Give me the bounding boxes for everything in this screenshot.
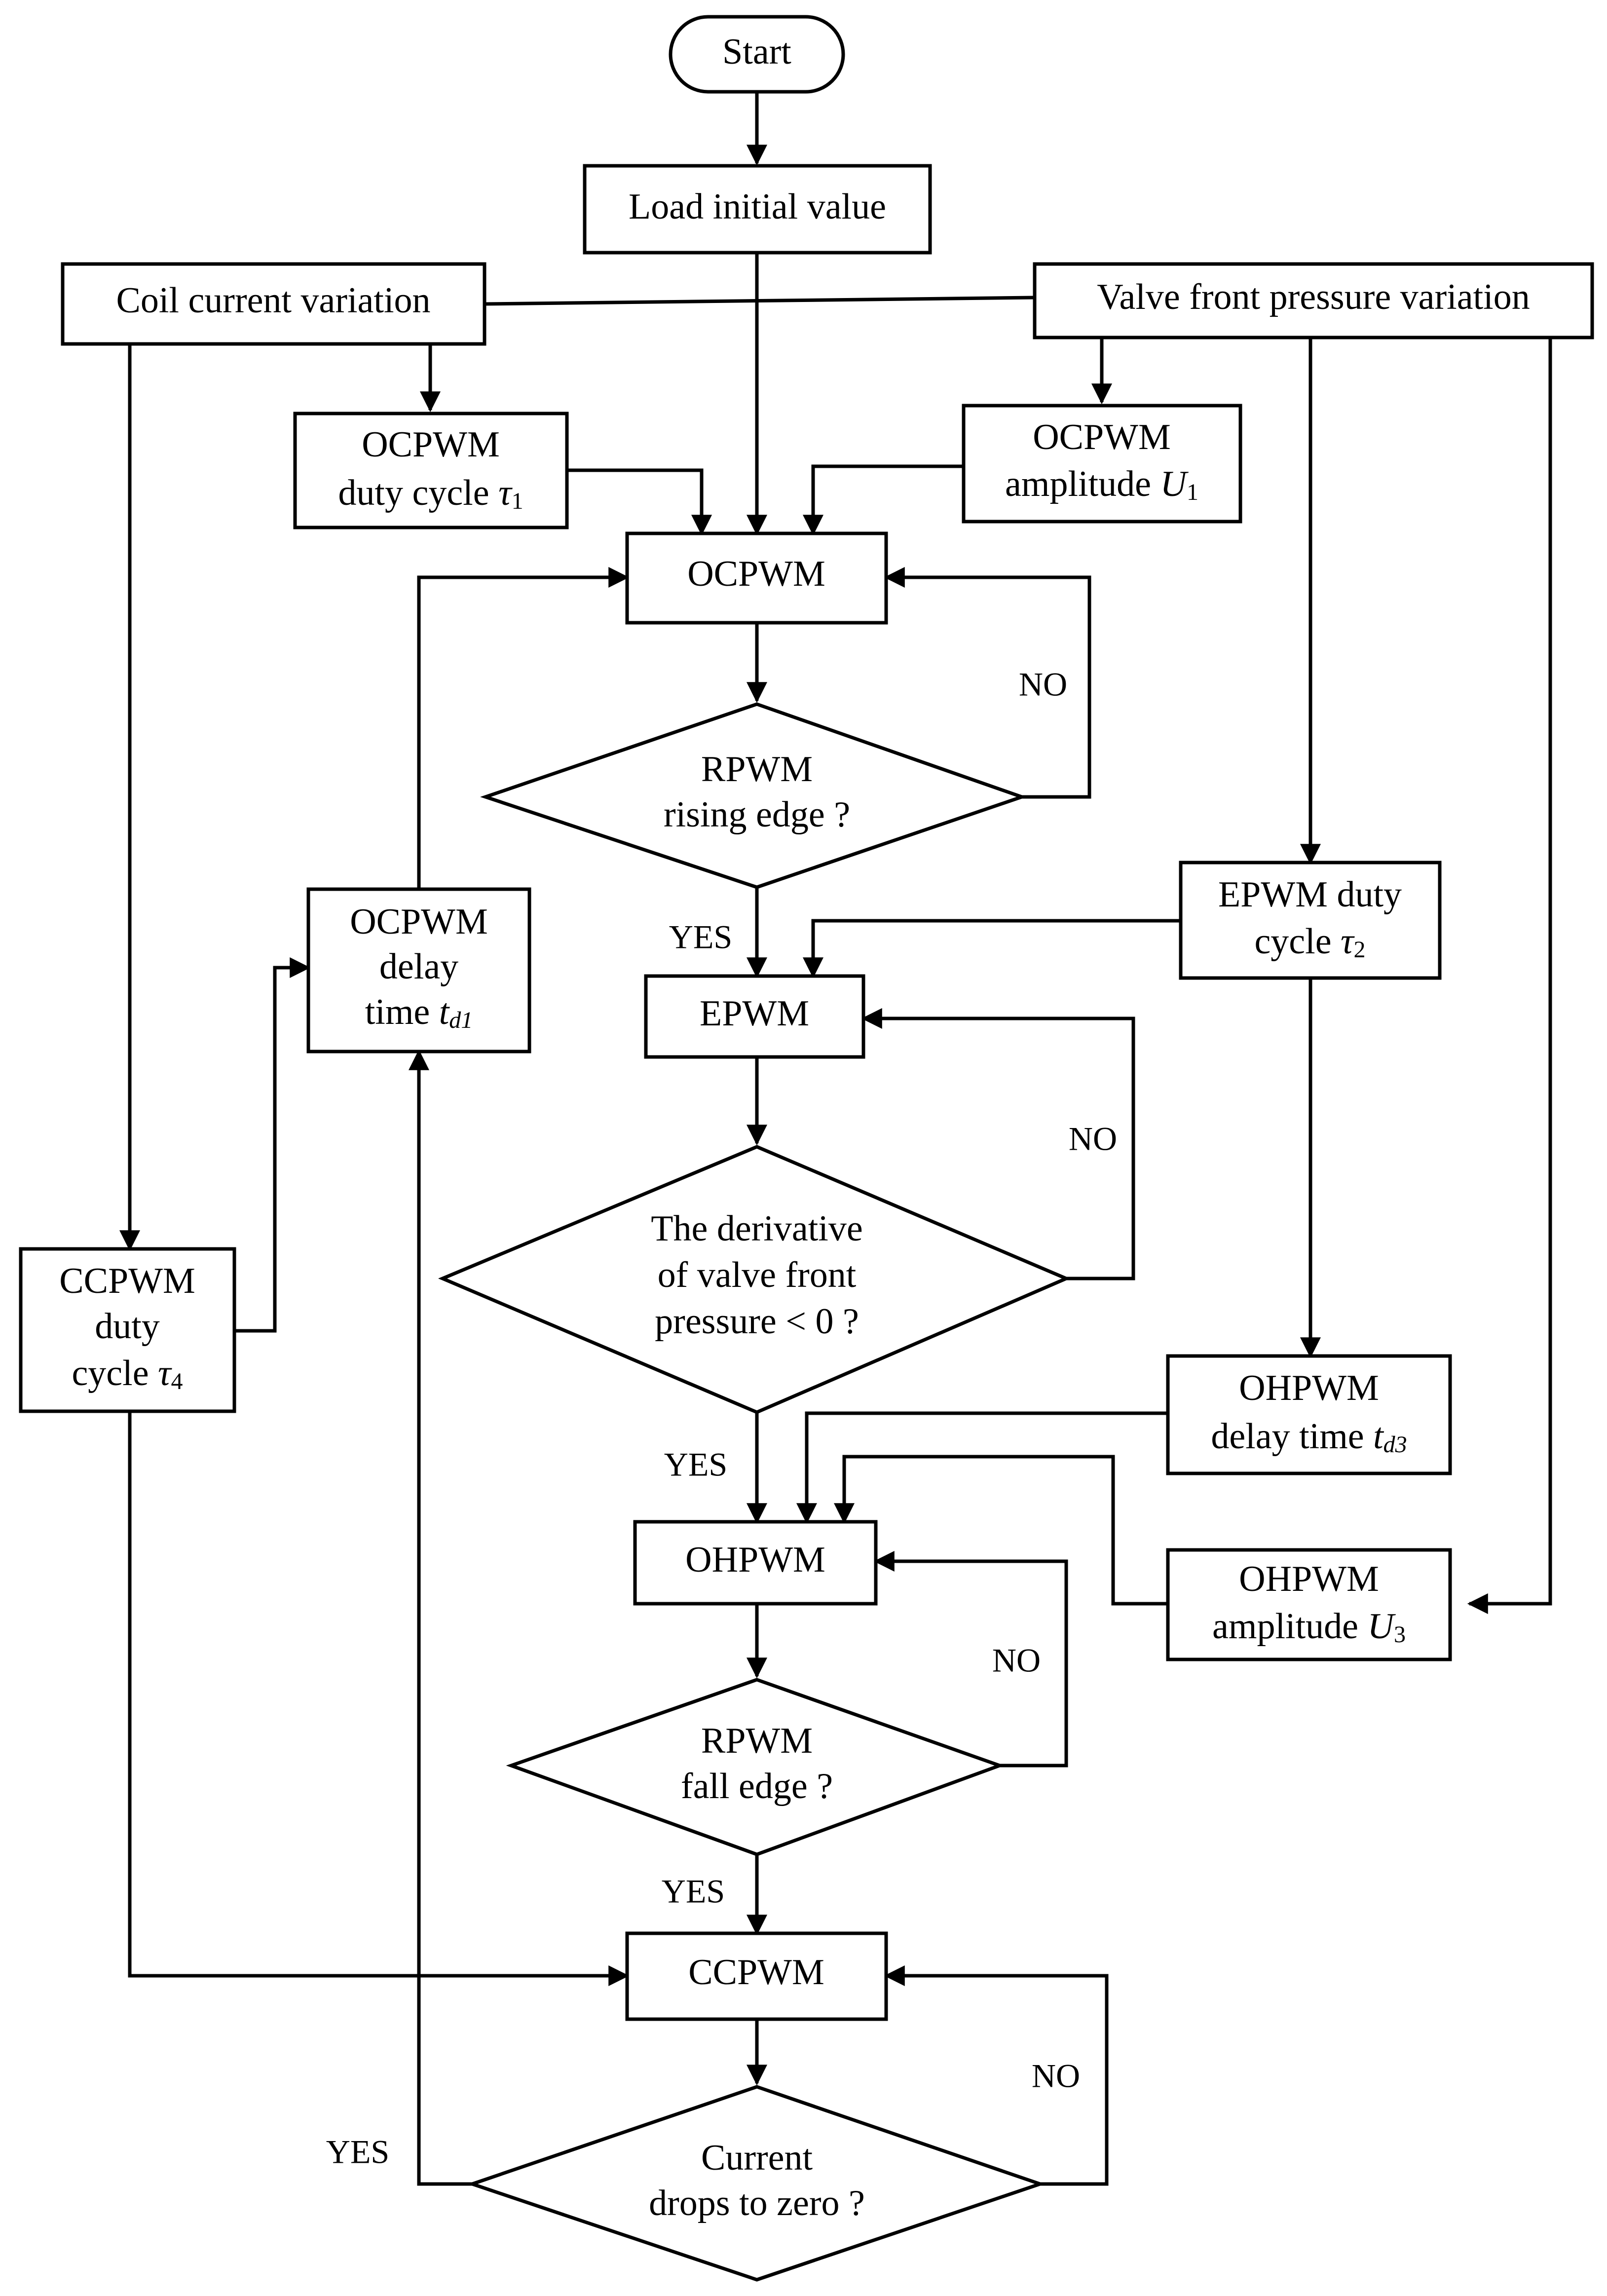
d2-line2: of valve front bbox=[658, 1255, 857, 1295]
decision-current-drops-to-zero: Current drops to zero ? bbox=[467, 2085, 1046, 2282]
label-yes-d2: YES bbox=[664, 1446, 727, 1483]
ocduty-line1: OCPWM bbox=[362, 424, 500, 465]
node-ccpwm: CCPWM bbox=[625, 1931, 888, 2021]
d4-line2: drops to zero ? bbox=[649, 2183, 865, 2223]
node-ocpwm-delay-time: OCPWM delay time td1 bbox=[306, 887, 531, 1054]
edge-d2-no-loop bbox=[861, 1008, 1135, 1280]
node-valve-front-pressure-variation: Valve front pressure variation bbox=[1033, 262, 1594, 339]
ccpwm-label: CCPWM bbox=[688, 1952, 824, 1993]
node-ocpwm-duty-cycle: OCPWM duty cycle τ1 bbox=[293, 412, 569, 529]
ocdelay-line1: OCPWM bbox=[350, 902, 488, 942]
label-no-d4: NO bbox=[1032, 2057, 1080, 2095]
node-coil-current-variation: Coil current variation bbox=[61, 262, 486, 346]
node-start: Start bbox=[669, 15, 845, 94]
ohamp-line2: amplitude U3 bbox=[1212, 1606, 1406, 1648]
edge-ocamp-ocpwm bbox=[803, 464, 964, 536]
label-yes-d4: YES bbox=[326, 2133, 389, 2171]
edge-d4-yes-ocdelay bbox=[409, 1049, 472, 2186]
edge-d4-no-loop bbox=[884, 1965, 1109, 2186]
epduty-line2: cycle τ2 bbox=[1254, 921, 1365, 963]
ocamp-line1: OCPWM bbox=[1033, 417, 1171, 457]
ocpwm-label: OCPWM bbox=[687, 554, 825, 594]
d3-line1: RPWM bbox=[701, 1721, 813, 1761]
ohamp-line1: OHPWM bbox=[1239, 1559, 1379, 1599]
node-ohpwm-amplitude: OHPWM amplitude U3 bbox=[1166, 1548, 1452, 1661]
edge-epduty-epwm bbox=[803, 919, 1181, 979]
node-ocpwm-amplitude: OCPWM amplitude U1 bbox=[962, 404, 1242, 524]
label-yes-d3: YES bbox=[662, 1873, 725, 1910]
ccduty-line2: duty bbox=[95, 1306, 160, 1347]
ocdelay-line3: time td1 bbox=[365, 992, 473, 1033]
node-ohpwm: OHPWM bbox=[633, 1520, 878, 1606]
edge-ohdelay-ohpwm bbox=[796, 1411, 1168, 1524]
d4-line1: Current bbox=[701, 2138, 813, 2178]
node-ocpwm: OCPWM bbox=[625, 531, 888, 625]
ccduty-line3: cycle τ4 bbox=[72, 1353, 183, 1394]
edge-valve-ohamp bbox=[1467, 338, 1552, 1614]
connectors bbox=[119, 92, 1552, 2186]
label-no-d2: NO bbox=[1069, 1120, 1117, 1158]
ohdelay-line2: delay time td3 bbox=[1211, 1416, 1407, 1458]
load-label: Load initial value bbox=[629, 187, 886, 227]
ohdelay-line1: OHPWM bbox=[1239, 1368, 1379, 1408]
ccduty-line1: CCPWM bbox=[59, 1261, 195, 1301]
edge-labels: NO YES NO YES NO YES NO YES bbox=[326, 666, 1117, 2171]
d1-line2: rising edge ? bbox=[664, 794, 850, 835]
ocduty-line2: duty cycle τ1 bbox=[338, 473, 523, 514]
label-no-d1: NO bbox=[1019, 666, 1067, 703]
valve-label: Valve front pressure variation bbox=[1097, 277, 1530, 317]
node-epwm: EPWM bbox=[644, 974, 865, 1059]
edge-ocdelay-ocpwm bbox=[417, 567, 630, 889]
ohpwm-label: OHPWM bbox=[685, 1540, 825, 1580]
d1-line1: RPWM bbox=[701, 749, 813, 790]
node-load-initial-value: Load initial value bbox=[583, 164, 932, 255]
ocdelay-line2: delay bbox=[379, 946, 458, 987]
epwm-label: EPWM bbox=[700, 993, 809, 1034]
node-ohpwm-delay-time: OHPWM delay time td3 bbox=[1166, 1354, 1452, 1475]
edge-d1-no-loop bbox=[884, 567, 1091, 799]
label-yes-d1: YES bbox=[669, 918, 732, 956]
edge-d3-no-loop bbox=[873, 1551, 1068, 1768]
d3-line2: fall edge ? bbox=[681, 1766, 833, 1807]
coil-label: Coil current variation bbox=[116, 280, 430, 321]
decision-rpwm-fall-edge: RPWM fall edge ? bbox=[506, 1678, 1005, 1856]
epduty-line1: EPWM duty bbox=[1218, 874, 1402, 915]
ocamp-line2: amplitude U1 bbox=[1005, 464, 1198, 505]
label-no-d3: NO bbox=[992, 1642, 1041, 1679]
edge-coil-valve bbox=[484, 296, 1035, 306]
node-ccpwm-duty-cycle: CCPWM duty cycle τ4 bbox=[19, 1247, 236, 1413]
decision-rpwm-rising-edge: RPWM rising edge ? bbox=[480, 702, 1027, 889]
edge-ccduty-ocdelay bbox=[234, 957, 311, 1333]
edge-ocduty-ocpwm bbox=[567, 468, 712, 536]
start-label: Start bbox=[722, 32, 791, 72]
edge-ohamp-ohpwm bbox=[834, 1455, 1168, 1606]
decision-derivative-valve-front-pressure: The derivative of valve front pressure <… bbox=[438, 1145, 1071, 1414]
node-epwm-duty-cycle: EPWM duty cycle τ2 bbox=[1179, 861, 1442, 980]
d2-line1: The derivative bbox=[651, 1208, 862, 1249]
edge-ccduty-ccpwm bbox=[128, 1411, 630, 1986]
d2-line3: pressure < 0 ? bbox=[655, 1301, 859, 1342]
